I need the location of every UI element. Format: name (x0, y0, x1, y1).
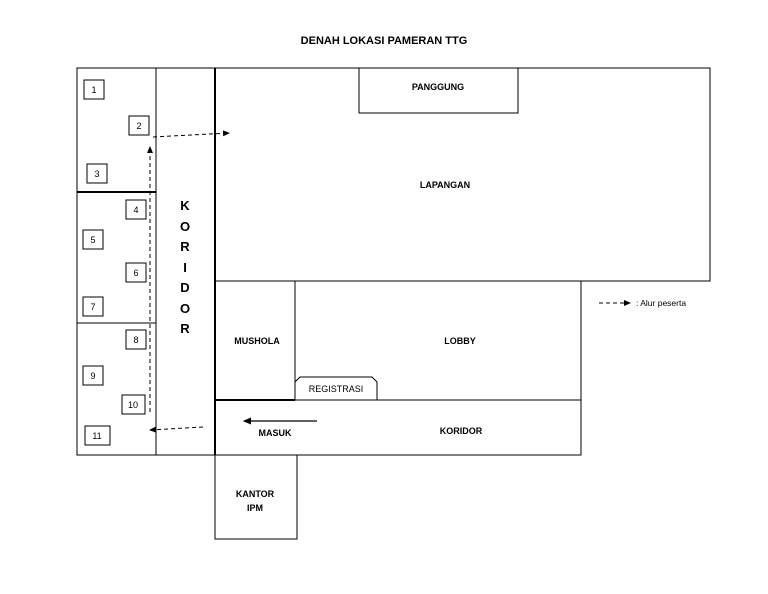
lapangan-label: LAPANGAN (420, 180, 470, 190)
svg-text:O: O (180, 219, 190, 234)
kantor-ipm-area (214, 454, 298, 540)
svg-text:K: K (180, 198, 190, 213)
svg-text:3: 3 (94, 169, 99, 179)
svg-text:2: 2 (136, 121, 141, 131)
koridor-bottom-area (214, 399, 582, 456)
panggung-label: PANGGUNG (412, 82, 464, 92)
svg-text:R: R (180, 239, 190, 254)
svg-text:8: 8 (133, 335, 138, 345)
lapangan-area (214, 67, 711, 282)
visitor-flow-path (147, 130, 230, 433)
svg-text:O: O (180, 301, 190, 316)
koridor-vertical-label: K O R I D O R (180, 198, 190, 336)
svg-text:6: 6 (133, 268, 138, 278)
svg-text:4: 4 (133, 205, 138, 215)
svg-text:10: 10 (128, 400, 138, 410)
booth-6: 6 (125, 262, 147, 283)
svg-text:11: 11 (92, 431, 101, 441)
svg-text:1: 1 (91, 85, 96, 95)
lobby-label: LOBBY (444, 336, 476, 346)
svg-text:5: 5 (90, 235, 95, 245)
plan-title: DENAH LOKASI PAMERAN TTG (301, 35, 468, 47)
booth-5: 5 (82, 229, 104, 250)
booth-7: 7 (82, 296, 104, 317)
booth-9: 9 (82, 365, 104, 386)
legend: : Alur peserta (599, 298, 686, 308)
registrasi-desk (294, 376, 378, 400)
svg-text:7: 7 (90, 302, 95, 312)
booth-10: 10 (121, 394, 146, 415)
svg-text:R: R (180, 321, 190, 336)
panggung-area (358, 67, 519, 114)
svg-text:D: D (180, 280, 189, 295)
lobby-area (294, 280, 582, 401)
booth-1: 1 (83, 79, 105, 100)
legend-label: : Alur peserta (636, 298, 686, 308)
mushola-label: MUSHOLA (234, 336, 280, 346)
booth-2: 2 (128, 115, 150, 136)
kantor-label-line1: KANTOR (236, 489, 275, 499)
kantor-label-line2: IPM (247, 503, 263, 513)
booth-11: 11 (84, 425, 111, 446)
booth-4: 4 (125, 199, 147, 220)
masuk-label: MASUK (259, 428, 292, 438)
booth-3: 3 (86, 163, 108, 184)
svg-text:9: 9 (90, 371, 95, 381)
koridor-bottom-label: KORIDOR (440, 426, 483, 436)
registrasi-label: REGISTRASI (309, 384, 364, 394)
svg-text:I: I (183, 260, 187, 275)
booth-8: 8 (125, 329, 147, 350)
